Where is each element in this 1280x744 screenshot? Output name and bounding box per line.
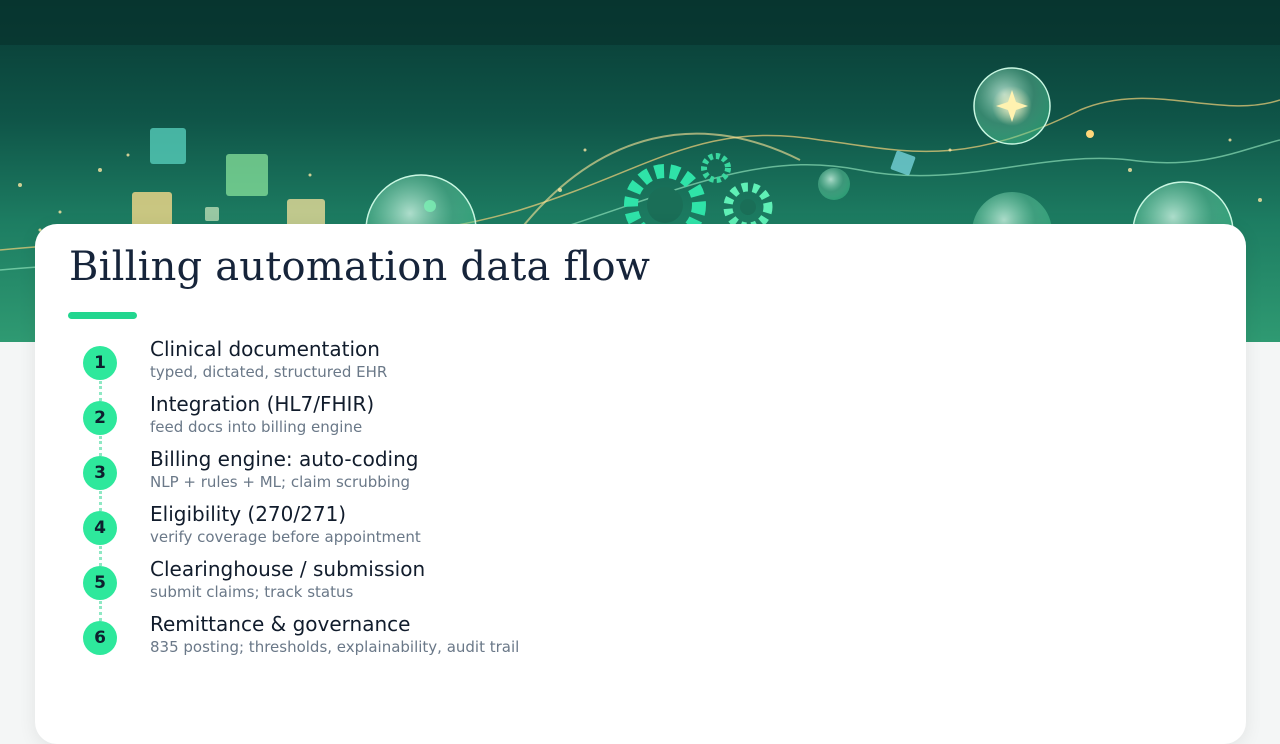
content-card: Billing automation data flow 1 Clinical … [35, 224, 1246, 744]
step-title: Clinical documentation [150, 337, 380, 361]
step-subtitle: verify coverage before appointment [150, 528, 421, 546]
step-subtitle: feed docs into billing engine [150, 418, 363, 436]
step-title: Billing engine: auto-coding [150, 447, 419, 471]
step-number-badge: 2 [83, 401, 117, 435]
flow-step: 2 Integration (HL7/FHIR) feed docs into … [35, 391, 735, 456]
step-connector [99, 546, 102, 566]
hero-illustration [0, 0, 1280, 286]
step-number-badge: 3 [83, 456, 117, 490]
flow-step: 3 Billing engine: auto-coding NLP + rule… [35, 446, 735, 511]
flow-steps-list: 1 Clinical documentation typed, dictated… [35, 336, 735, 666]
step-number-badge: 4 [83, 511, 117, 545]
step-title: Clearinghouse / submission [150, 557, 426, 581]
step-connector [99, 491, 102, 511]
flow-step: 6 Remittance & governance 835 posting; t… [35, 611, 735, 666]
step-connector [99, 601, 102, 621]
step-connector [99, 381, 102, 401]
step-subtitle: submit claims; track status [150, 583, 354, 601]
step-connector [99, 436, 102, 456]
step-title: Integration (HL7/FHIR) [150, 392, 375, 416]
slide-title: Billing automation data flow [69, 244, 651, 290]
flow-step: 1 Clinical documentation typed, dictated… [35, 336, 735, 401]
step-title: Remittance & governance [150, 612, 411, 636]
step-title: Eligibility (270/271) [150, 502, 347, 526]
sparkle-icon [992, 86, 1094, 138]
step-number-badge: 5 [83, 566, 117, 600]
step-number-badge: 6 [83, 621, 117, 655]
step-subtitle: NLP + rules + ML; claim scrubbing [150, 473, 410, 491]
cube-icon [132, 128, 916, 229]
flow-step: 5 Clearinghouse / submission submit clai… [35, 556, 735, 621]
step-number-badge: 1 [83, 346, 117, 380]
step-subtitle: 835 posting; thresholds, explainability,… [150, 638, 520, 656]
title-accent-bar [68, 312, 137, 319]
step-subtitle: typed, dictated, structured EHR [150, 363, 388, 381]
flow-step: 4 Eligibility (270/271) verify coverage … [35, 501, 735, 566]
